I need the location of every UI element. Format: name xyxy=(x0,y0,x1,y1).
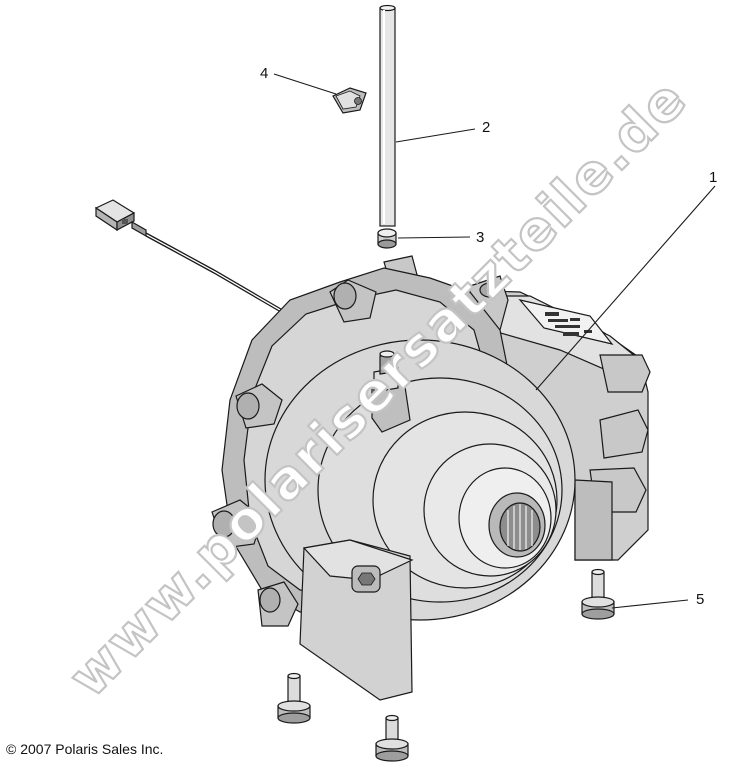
bolt-lower-center xyxy=(375,714,409,762)
bolt-right xyxy=(581,568,615,620)
gearcase-housing xyxy=(211,255,651,701)
callout-1: 1 xyxy=(709,169,717,186)
callout-4: 4 xyxy=(260,65,268,82)
bolt-lower-left xyxy=(277,672,311,724)
callout-2: 2 xyxy=(482,119,490,136)
vent-tube-part xyxy=(379,4,396,227)
copyright-notice: © 2007 Polaris Sales Inc. xyxy=(6,741,164,757)
hose-clamp-part xyxy=(332,87,367,114)
callout-3: 3 xyxy=(476,229,484,246)
leader-lines xyxy=(273,73,716,609)
vent-fitting-part xyxy=(377,228,397,249)
callout-5: 5 xyxy=(696,591,704,608)
